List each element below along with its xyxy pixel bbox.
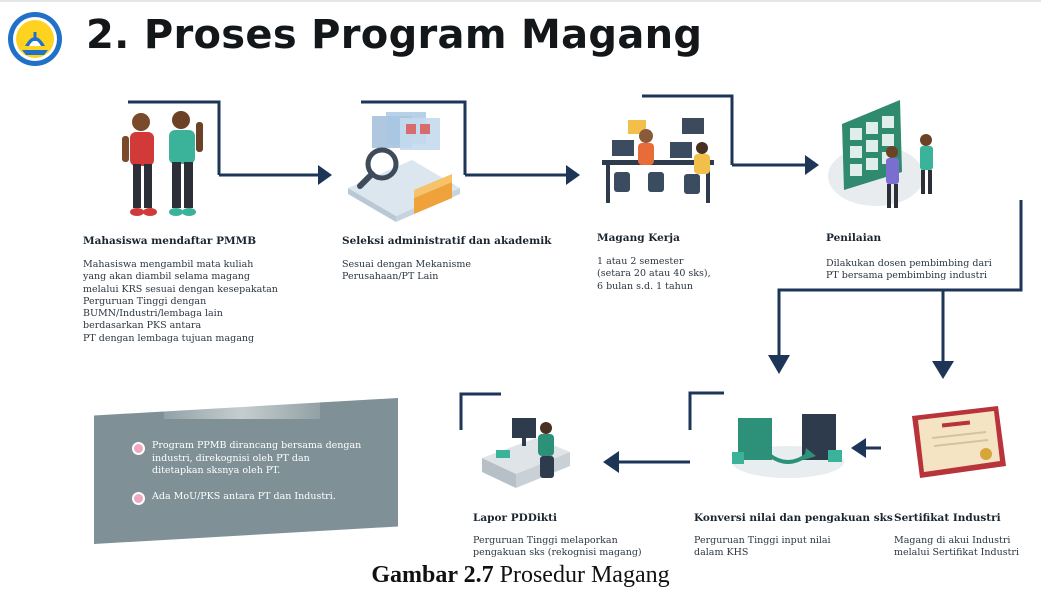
step-4-description: Dilakukan dosen pembimbing dari PT bersa… bbox=[826, 258, 992, 282]
document-review-icon bbox=[348, 112, 460, 222]
evaluation-board-icon bbox=[828, 100, 933, 208]
step-4-title: Penilaian bbox=[826, 232, 882, 244]
step-7-description: Perguruan Tinggi melaporkan pengakuan sk… bbox=[473, 535, 642, 559]
figure-caption-text: Prosedur Magang bbox=[493, 562, 670, 588]
step-2-description: Sesuai dengan Mekanisme Perusahaan/PT La… bbox=[342, 259, 471, 283]
note-item: Ada MoU/PKS antara PT dan Industri. bbox=[152, 491, 336, 502]
note-bullet-icon bbox=[132, 442, 145, 455]
figure-caption: Gambar 2.7 Prosedur Magang bbox=[0, 562, 1041, 589]
notes-card bbox=[94, 398, 398, 544]
top-divider bbox=[0, 0, 1041, 2]
step-1-description: Mahasiswa mengambil mata kuliah yang aka… bbox=[83, 259, 278, 344]
desk-report-icon bbox=[482, 418, 570, 488]
step-3-description: 1 atau 2 semester (setara 20 atau 40 sks… bbox=[597, 256, 711, 292]
step-2-title: Seleksi administratif dan akademik bbox=[342, 235, 552, 247]
step-7-title: Lapor PDDikti bbox=[473, 512, 557, 524]
step-5-title: Sertifikat Industri bbox=[894, 512, 1001, 524]
step-5-description: Magang di akui Industri melalui Sertifik… bbox=[894, 535, 1020, 559]
step-6-description: Perguruan Tinggi input nilai dalam KHS bbox=[694, 535, 831, 559]
notes-card-highlight bbox=[164, 397, 320, 419]
grade-conversion-icon bbox=[732, 414, 844, 478]
step-6-title: Konversi nilai dan pengakuan sks bbox=[694, 512, 893, 524]
figure-caption-label: Gambar 2.7 bbox=[371, 562, 494, 588]
office-work-icon bbox=[602, 118, 714, 203]
certificate-icon bbox=[912, 406, 1006, 478]
note-item: Program PPMB dirancang bersama dengan in… bbox=[152, 440, 362, 477]
tut-wuri-handayani-logo bbox=[8, 12, 62, 66]
step-3-title: Magang Kerja bbox=[597, 232, 680, 244]
step-1-title: Mahasiswa mendaftar PMMB bbox=[83, 235, 257, 247]
note-bullet-icon bbox=[132, 492, 145, 505]
page-title: 2. Proses Program Magang bbox=[86, 12, 703, 58]
students-icon bbox=[122, 111, 203, 216]
